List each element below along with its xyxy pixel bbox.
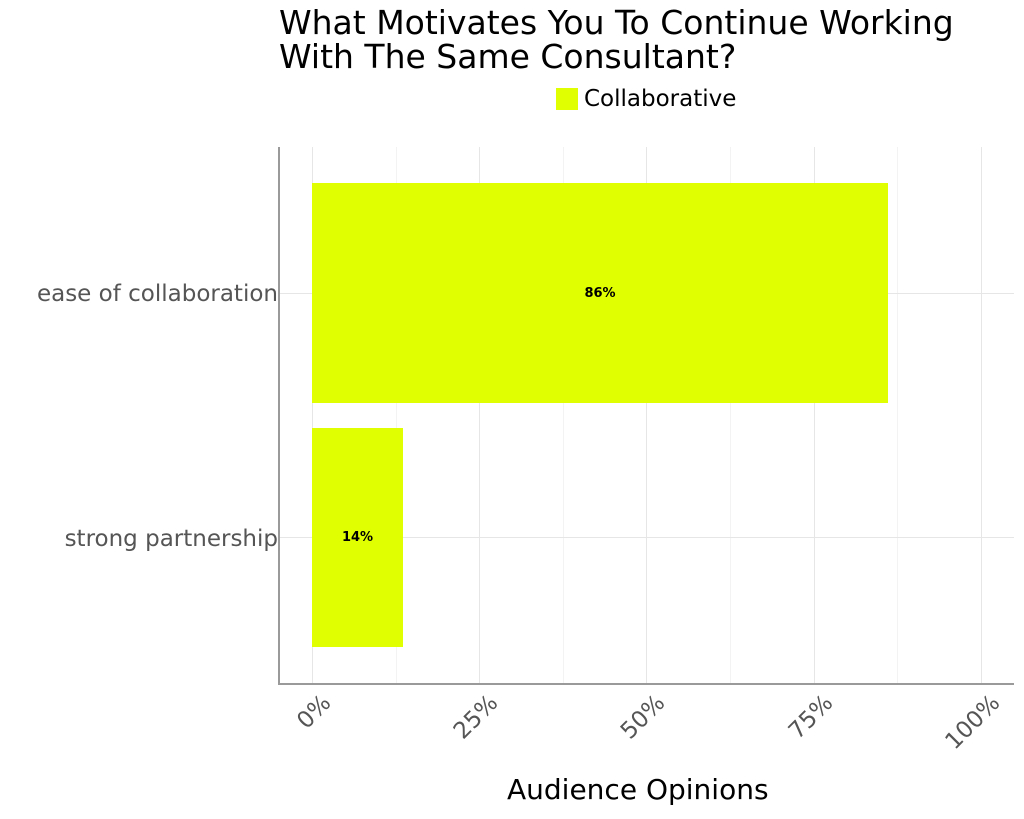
legend-swatch-collaborative xyxy=(556,88,578,110)
gridline-62 xyxy=(730,147,731,683)
gridline-50 xyxy=(646,147,647,683)
gridline-0 xyxy=(312,147,313,683)
gridline-strong-partnership xyxy=(280,537,1014,538)
legend-label: Collaborative xyxy=(584,86,737,112)
y-tick-ease-of-collaboration: ease of collaboration xyxy=(36,281,278,307)
x-tick-100: 100% xyxy=(940,690,1006,755)
gridline-37 xyxy=(563,147,564,683)
plot-area: 86% 14% xyxy=(278,147,1014,685)
x-tick-75: 75% xyxy=(783,690,839,745)
chart-title: What Motivates You To Continue Working W… xyxy=(279,3,954,76)
x-tick-0: 0% xyxy=(292,690,337,735)
gridline-87 xyxy=(897,147,898,683)
bar-ease-of-collaboration: 86% xyxy=(312,183,888,403)
gridline-12 xyxy=(396,147,397,683)
y-axis-line xyxy=(278,147,280,685)
x-tick-50: 50% xyxy=(615,690,671,745)
gridline-75 xyxy=(814,147,815,683)
y-tick-strong-partnership: strong partnership xyxy=(64,526,278,552)
x-axis-title: Audience Opinions xyxy=(507,773,769,806)
x-axis-line xyxy=(278,683,1014,685)
gridline-25 xyxy=(479,147,480,683)
gridline-100 xyxy=(981,147,982,683)
legend: Collaborative xyxy=(556,86,736,112)
x-tick-25: 25% xyxy=(448,690,504,745)
bar-value-label: 86% xyxy=(584,285,616,301)
bar-value-label: 14% xyxy=(341,530,374,545)
bar-strong-partnership: 14% xyxy=(312,428,403,647)
